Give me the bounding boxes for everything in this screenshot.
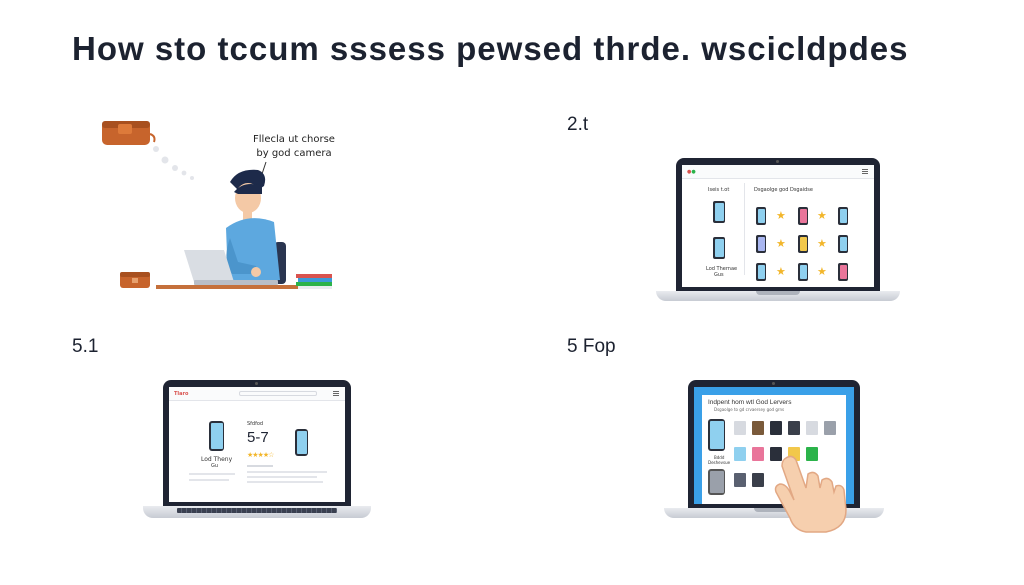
- bag-icon: [120, 272, 150, 288]
- star-icon: ★: [776, 265, 786, 278]
- site-logo[interactable]: Tlaro: [174, 391, 189, 397]
- footer-line-2: Gus: [714, 272, 724, 278]
- product-thumb[interactable]: [752, 473, 764, 487]
- laptop-notch: [754, 508, 794, 512]
- phone-product[interactable]: [713, 237, 725, 259]
- product-thumb[interactable]: [734, 473, 746, 487]
- text-line: [247, 476, 317, 478]
- step1-illustration: Fllecla ut chorse by god camera: [98, 110, 358, 300]
- phone-product[interactable]: [838, 207, 848, 225]
- phone-product[interactable]: [798, 263, 808, 281]
- text-line: [189, 473, 235, 475]
- browser-toolbar: Tlaro: [169, 387, 345, 401]
- left-heading: Iseis t.ot: [708, 187, 730, 193]
- section-subheading: Dsgaolge to gd crvaersey god grns: [714, 407, 785, 412]
- wallet-icon: [102, 121, 156, 145]
- divider: [744, 183, 745, 275]
- browser-window: ●● Iseis t.ot Dsgaolge god Dsgaidse Lod …: [682, 165, 874, 287]
- phone-product[interactable]: [838, 263, 848, 281]
- site-logo-icon: ●●: [687, 169, 696, 175]
- product-thumb[interactable]: [770, 447, 782, 461]
- phone-product[interactable]: [708, 469, 725, 495]
- laptop-base: [656, 291, 900, 301]
- phone-product[interactable]: [756, 235, 766, 253]
- right-heading: Dsgaolge god Dsgaidse: [754, 187, 813, 193]
- product-title-line-1: Lod Theny: [201, 456, 233, 463]
- text-line: [247, 481, 323, 483]
- camera-icon: [776, 160, 779, 163]
- footer-line-1: Lod Thernae: [706, 266, 738, 272]
- phone-product[interactable]: [798, 207, 808, 225]
- camera-icon: [772, 382, 775, 385]
- product-thumb[interactable]: [770, 421, 782, 435]
- phone-product[interactable]: [756, 207, 766, 225]
- step2-label: 2.t: [567, 114, 589, 135]
- caption-line-1: Fllecla ut chorse: [253, 134, 335, 145]
- menu-icon[interactable]: [333, 391, 339, 396]
- star-icon: ★: [817, 265, 827, 278]
- phone-product[interactable]: [756, 263, 766, 281]
- person-at-desk-illustration: [102, 121, 332, 289]
- keyboard: [177, 508, 337, 513]
- step3-laptop: Tlaro Sfdfod 5-7 ★★★★☆ Lod Theny Gu: [143, 380, 371, 520]
- laptop-notch: [756, 291, 800, 295]
- star-icon: ★: [776, 237, 786, 250]
- step3-label: 5.1: [72, 336, 99, 357]
- step4-label: 5 Fop: [567, 336, 616, 357]
- search-input[interactable]: [239, 391, 317, 396]
- product-price: 5-7: [247, 429, 269, 446]
- phone-product[interactable]: [838, 235, 848, 253]
- product-thumb[interactable]: [788, 421, 800, 435]
- phone-product[interactable]: [713, 201, 725, 223]
- product-thumb[interactable]: [752, 421, 764, 435]
- product-thumb[interactable]: [806, 447, 818, 461]
- browser-window: Tlaro Sfdfod 5-7 ★★★★☆ Lod Theny Gu: [169, 387, 345, 502]
- laptop-base: [143, 506, 371, 518]
- page-title: How sto tccum sssess pewsed thrde. wscic…: [72, 30, 909, 67]
- books-icon: [296, 274, 332, 289]
- rating-stars-icon: ★★★★☆: [247, 451, 274, 459]
- phone-product[interactable]: [295, 429, 308, 456]
- star-icon: ★: [817, 209, 827, 222]
- text-line: [247, 465, 273, 467]
- menu-icon[interactable]: [862, 169, 868, 174]
- laptop-base: [664, 508, 884, 518]
- text-line: [189, 479, 229, 481]
- side-label-line-2: Deshevsue: [708, 460, 731, 465]
- product-thumb[interactable]: [734, 447, 746, 461]
- step2-laptop: ●● Iseis t.ot Dsgaolge god Dsgaidse Lod …: [656, 158, 900, 304]
- phone-product[interactable]: [798, 235, 808, 253]
- caption-line-2: by god camera: [256, 148, 332, 159]
- product-title-line-2: Gu: [211, 463, 219, 469]
- product-thumb[interactable]: [734, 421, 746, 435]
- featured-phone-image[interactable]: [708, 419, 725, 451]
- star-icon: ★: [817, 237, 827, 250]
- phone-product-image: [209, 421, 224, 451]
- product-brand: Sfdfod: [247, 421, 264, 427]
- product-thumb[interactable]: [824, 421, 836, 435]
- laptop-screen: Tlaro Sfdfod 5-7 ★★★★☆ Lod Theny Gu: [163, 380, 351, 506]
- text-line: [247, 471, 327, 473]
- pointing-hand-icon: [774, 455, 847, 533]
- star-icon: ★: [776, 209, 786, 222]
- side-label-line-1: Bddd: [714, 455, 725, 460]
- product-thumb[interactable]: [752, 447, 764, 461]
- browser-toolbar: ●●: [682, 165, 874, 179]
- laptop-screen: ●● Iseis t.ot Dsgaolge god Dsgaidse Lod …: [676, 158, 880, 291]
- section-heading: Indpent hom wtl God Lervers: [708, 399, 792, 406]
- step1-caption: Fllecla ut chorse by god camera: [244, 133, 344, 161]
- camera-icon: [255, 382, 258, 385]
- product-thumb[interactable]: [806, 421, 818, 435]
